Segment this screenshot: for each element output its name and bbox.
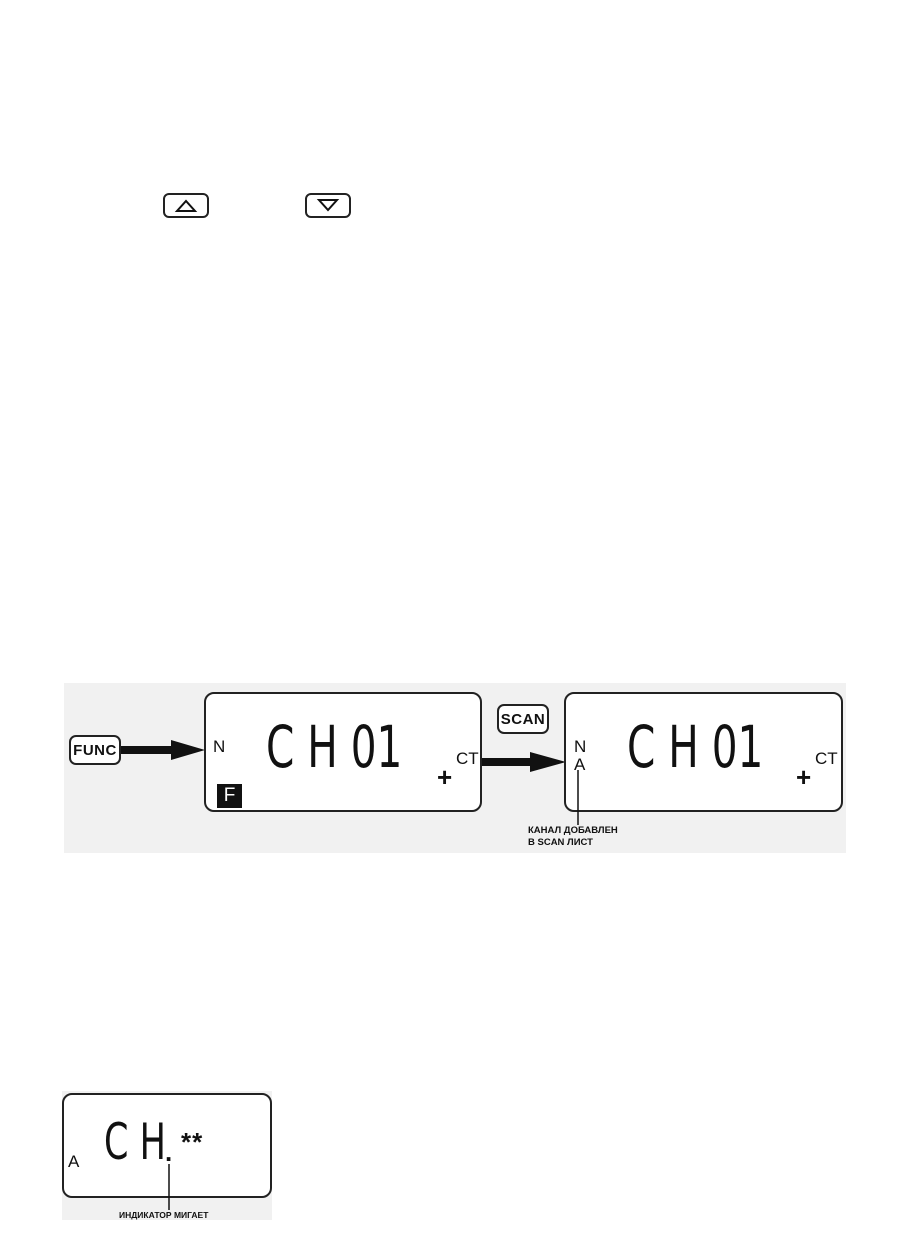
callout-line-1 (577, 770, 579, 825)
annotation-indicator-blinks: ИНДИКАТОР МИГАЕТ (119, 1210, 209, 1220)
lcd-display-3: A C H . ** (62, 1093, 272, 1198)
indicator-n: N (213, 737, 226, 756)
up-key[interactable] (163, 193, 209, 218)
plus-indicator: + (437, 762, 453, 792)
channel-stars: ** (181, 1127, 204, 1157)
func-button[interactable]: FUNC (69, 735, 121, 765)
lcd-display-1: N C H 01 CT + F (204, 692, 482, 812)
ct-indicator: CT (456, 749, 479, 768)
ct-indicator: CT (815, 749, 838, 768)
indicator-a: A (574, 755, 586, 774)
channel-readout: C H 01 (266, 713, 403, 781)
arrow-lcd1-to-lcd2 (482, 752, 566, 772)
triangle-down-icon (316, 199, 340, 212)
indicator-a: A (68, 1152, 80, 1171)
channel-prefix: C H (104, 1113, 166, 1171)
annotation-channel-added: КАНАЛ ДОБАВЛЕН В SCAN ЛИСТ (528, 825, 618, 848)
channel-readout: C H 01 (627, 713, 764, 781)
scan-button[interactable]: SCAN (497, 704, 549, 734)
f-badge: F (217, 784, 242, 808)
triangle-up-icon (174, 199, 198, 212)
plus-indicator: + (796, 762, 812, 792)
lcd-display-2: N A C H 01 CT + (564, 692, 843, 812)
blinking-indicator-dot: . (165, 1137, 173, 1167)
indicator-n: N (574, 737, 587, 756)
callout-line-2 (168, 1164, 170, 1210)
arrow-func-to-lcd1 (121, 740, 205, 760)
down-key[interactable] (305, 193, 351, 218)
